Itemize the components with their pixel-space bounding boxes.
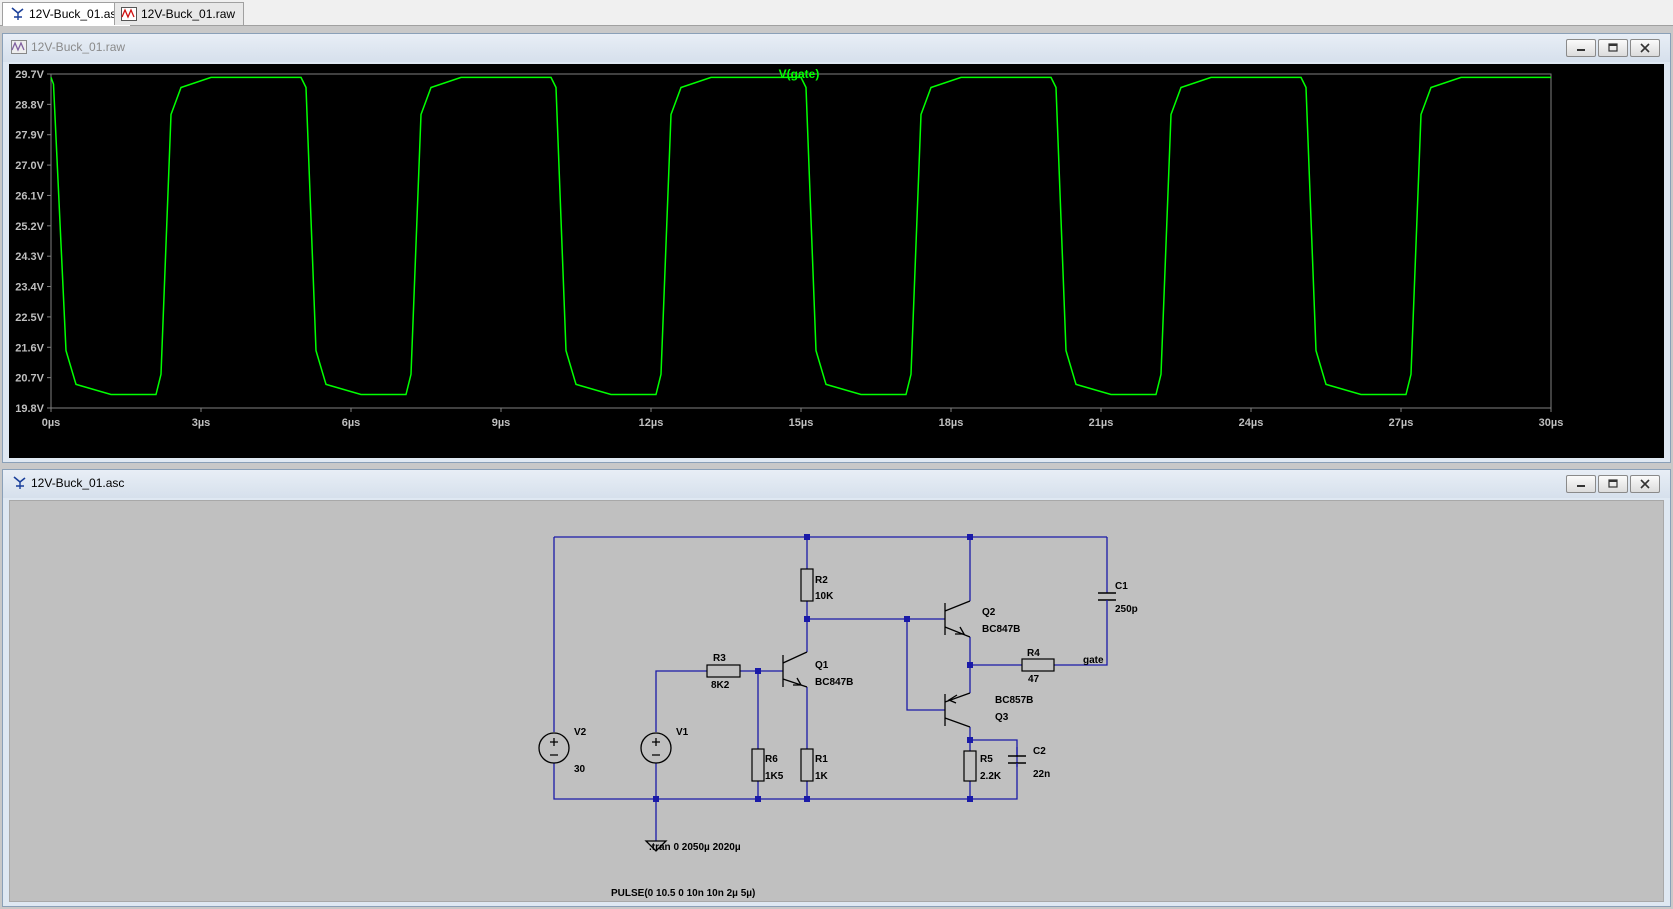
r6-ref[interactable]: R6	[765, 754, 778, 765]
y-tick-label: 25.2V	[15, 221, 44, 233]
x-tick-label: 9µs	[492, 417, 511, 429]
r3-value[interactable]: 8K2	[711, 680, 730, 691]
x-tick-label: 27µs	[1389, 417, 1414, 429]
r5-ref[interactable]: R5	[980, 754, 993, 765]
schematic-drawing[interactable]: R2 10K R3 8K2 R6 1K5 R1 1K R4 47 R5 2.2K…	[10, 501, 1663, 901]
r1-ref[interactable]: R1	[815, 754, 828, 765]
waveform-window-title: 12V-Buck_01.raw	[31, 40, 126, 54]
c2-ref[interactable]: C2	[1033, 746, 1046, 757]
schematic-icon	[11, 7, 24, 20]
v1-ref[interactable]: V1	[676, 727, 689, 738]
schematic-window: 12V-Buck_01.asc	[2, 469, 1671, 907]
r2-ref[interactable]: R2	[815, 575, 828, 586]
net-label-gate[interactable]: gate	[1083, 655, 1104, 666]
waveform-chart[interactable]: 29.7V 28.8V 27.9V 27.0V 26.1V 25.2V 24.3V 23.4V…	[9, 64, 1664, 458]
schematic-icon	[13, 476, 26, 489]
r4-ref[interactable]: R4	[1027, 648, 1040, 659]
y-tick-label: 28.8V	[15, 99, 44, 111]
trace-v-gate	[50, 76, 1551, 396]
y-tick-label: 20.7V	[15, 373, 44, 385]
schematic-restore-button[interactable]	[1598, 475, 1628, 493]
restore-icon	[1608, 43, 1618, 52]
tab-waveform[interactable]: 12V-Buck_01.raw	[114, 2, 245, 25]
waveform-icon	[121, 7, 137, 21]
schematic-minimize-button[interactable]	[1566, 475, 1596, 493]
x-tick-label: 24µs	[1239, 417, 1264, 429]
schematic-junctions	[653, 534, 973, 802]
y-tick-label: 19.8V	[15, 403, 44, 415]
y-tick-label: 23.4V	[15, 282, 44, 294]
document-tab-strip: 12V-Buck_01.asc 12V-Buck_01.raw	[0, 0, 1673, 26]
c2-value[interactable]: 22n	[1033, 769, 1050, 780]
waveform-plot-pane[interactable]: 29.7V 28.8V 27.9V 27.0V 26.1V 25.2V 24.3V 23.4V…	[9, 64, 1664, 458]
x-tick-label: 30µs	[1539, 417, 1564, 429]
q2-ref[interactable]: Q2	[982, 607, 996, 618]
y-tick-label: 27.0V	[15, 160, 44, 172]
y-tick-label: 24.3V	[15, 251, 44, 263]
tran-directive[interactable]: .tran 0 2050µ 2020µ	[649, 842, 741, 853]
minimize-icon	[1577, 49, 1585, 51]
x-tick-label: 21µs	[1089, 417, 1114, 429]
schematic-window-titlebar[interactable]: 12V-Buck_01.asc	[3, 470, 1670, 498]
q2-value[interactable]: BC847B	[982, 624, 1020, 635]
minimize-icon	[1577, 485, 1585, 487]
r6-value[interactable]: 1K5	[765, 771, 784, 782]
capacitor-leads	[1016, 600, 1108, 767]
x-tick-label: 6µs	[342, 417, 361, 429]
component-labels: R2 10K R3 8K2 R6 1K5 R1 1K R4 47 R5 2.2K…	[574, 575, 1138, 899]
y-tick-label: 21.6V	[15, 342, 44, 354]
x-tick-label: 18µs	[939, 417, 964, 429]
r1-value[interactable]: 1K	[815, 771, 829, 782]
schematic-canvas[interactable]: R2 10K R3 8K2 R6 1K5 R1 1K R4 47 R5 2.2K…	[9, 500, 1664, 902]
plot-restore-button[interactable]	[1598, 39, 1628, 57]
waveform-icon	[11, 40, 27, 54]
x-tick-label: 3µs	[192, 417, 211, 429]
y-tick-label: 29.7V	[15, 69, 44, 81]
v2-ref[interactable]: V2	[574, 727, 587, 738]
q1-value[interactable]: BC847B	[815, 677, 853, 688]
restore-icon	[1608, 479, 1618, 488]
ground-icon	[644, 840, 668, 852]
plot-minimize-button[interactable]	[1566, 39, 1596, 57]
transistor-symbols	[782, 600, 971, 728]
r5-value[interactable]: 2.2K	[980, 771, 1002, 782]
y-tick-label: 27.9V	[15, 130, 44, 142]
close-icon	[1640, 43, 1650, 53]
plot-close-button[interactable]	[1630, 39, 1660, 57]
schematic-wires	[553, 536, 1108, 841]
resistor-symbols	[706, 568, 1055, 782]
x-axis: 0µs 3µs 6µs 9µs 12µs 15µs 18µs 21µs 24µs 27µs 30µs	[42, 408, 1564, 429]
r2-value[interactable]: 10K	[815, 591, 834, 602]
y-tick-label: 26.1V	[15, 190, 44, 202]
schematic-window-title: 12V-Buck_01.asc	[31, 476, 125, 490]
c1-value[interactable]: 250p	[1115, 604, 1138, 615]
capacitor-symbols	[1008, 592, 1116, 764]
tab-waveform-label: 12V-Buck_01.raw	[141, 7, 236, 21]
q1-ref[interactable]: Q1	[815, 660, 829, 671]
r3-ref[interactable]: R3	[713, 653, 726, 664]
tab-schematic[interactable]: 12V-Buck_01.asc	[2, 2, 132, 26]
plot-frame	[50, 73, 1552, 409]
pulse-source-text[interactable]: PULSE(0 10.5 0 10n 10n 2µ 5µ)	[611, 888, 755, 899]
waveform-window-titlebar[interactable]: 12V-Buck_01.raw	[3, 34, 1670, 62]
q3-value[interactable]: BC857B	[995, 695, 1033, 706]
v2-value[interactable]: 30	[574, 764, 586, 775]
r4-value[interactable]: 47	[1028, 674, 1040, 685]
x-tick-label: 0µs	[42, 417, 61, 429]
trace-label[interactable]: V(gate)	[779, 67, 820, 81]
tab-schematic-label: 12V-Buck_01.asc	[29, 7, 123, 21]
voltage-source-symbols	[538, 732, 672, 764]
x-tick-label: 12µs	[639, 417, 664, 429]
q3-ref[interactable]: Q3	[995, 712, 1009, 723]
c1-ref[interactable]: C1	[1115, 581, 1128, 592]
x-tick-label: 15µs	[789, 417, 814, 429]
y-axis: 29.7V 28.8V 27.9V 27.0V 26.1V 25.2V 24.3V 23.4V…	[15, 69, 51, 415]
schematic-close-button[interactable]	[1630, 475, 1660, 493]
waveform-window: 12V-Buck_01.raw 29.7V 28.8V 27.9V 27.0V 26.1…	[2, 33, 1671, 463]
y-tick-label: 22.5V	[15, 312, 44, 324]
close-icon	[1640, 479, 1650, 489]
